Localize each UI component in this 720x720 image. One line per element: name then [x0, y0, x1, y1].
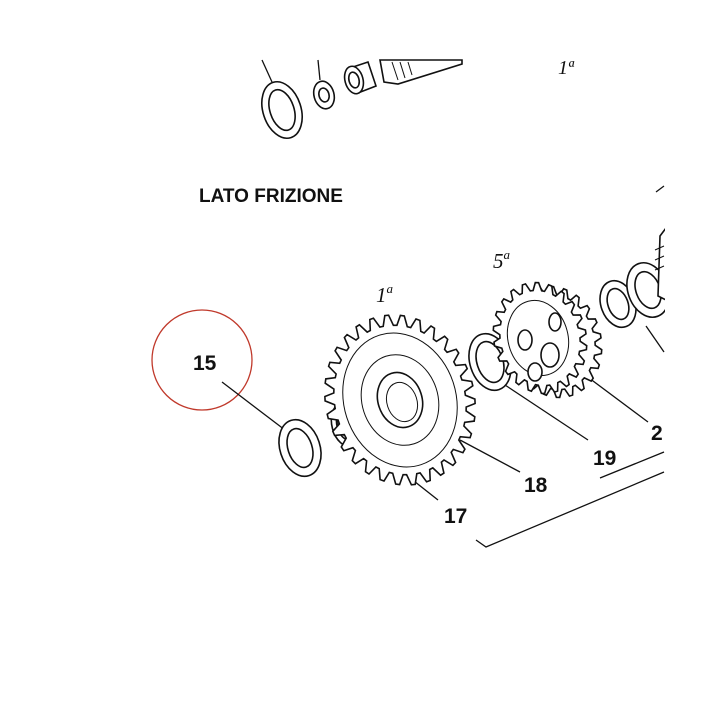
leader-line [317, 59, 321, 81]
top-bushing [312, 80, 336, 110]
top-washer [261, 81, 303, 139]
part-number-17: 17 [444, 505, 467, 528]
gear-18-first [324, 314, 476, 486]
part-number-2x: 2 [651, 422, 663, 445]
base-line-upper [599, 451, 665, 479]
right-crop [665, 0, 720, 720]
highlight-circle [151, 309, 253, 411]
leader-15 [221, 381, 286, 431]
washer-15 [278, 418, 322, 478]
gear-label-fifth: 5a [493, 247, 511, 273]
part-number-15: 15 [193, 352, 217, 375]
leader-2x [584, 374, 649, 423]
part-number-18: 18 [524, 474, 548, 497]
leader-18 [459, 439, 521, 473]
leader-right [645, 325, 665, 353]
top-assembly: 1ª [261, 57, 575, 139]
part-number-19: 19 [593, 447, 616, 470]
leader-19 [504, 384, 589, 441]
gear-label-first: 1a [376, 281, 394, 307]
leader-line [261, 59, 273, 83]
top-needle-bearing [343, 60, 377, 95]
section-heading: LATO FRIZIONE [199, 186, 343, 207]
right-snap-rings [599, 225, 670, 329]
gear-fifth [492, 281, 603, 399]
top-shaft [379, 59, 463, 85]
top-gear-label: 1ª [558, 57, 575, 79]
base-line [475, 471, 665, 548]
leader-top-right [655, 185, 665, 193]
